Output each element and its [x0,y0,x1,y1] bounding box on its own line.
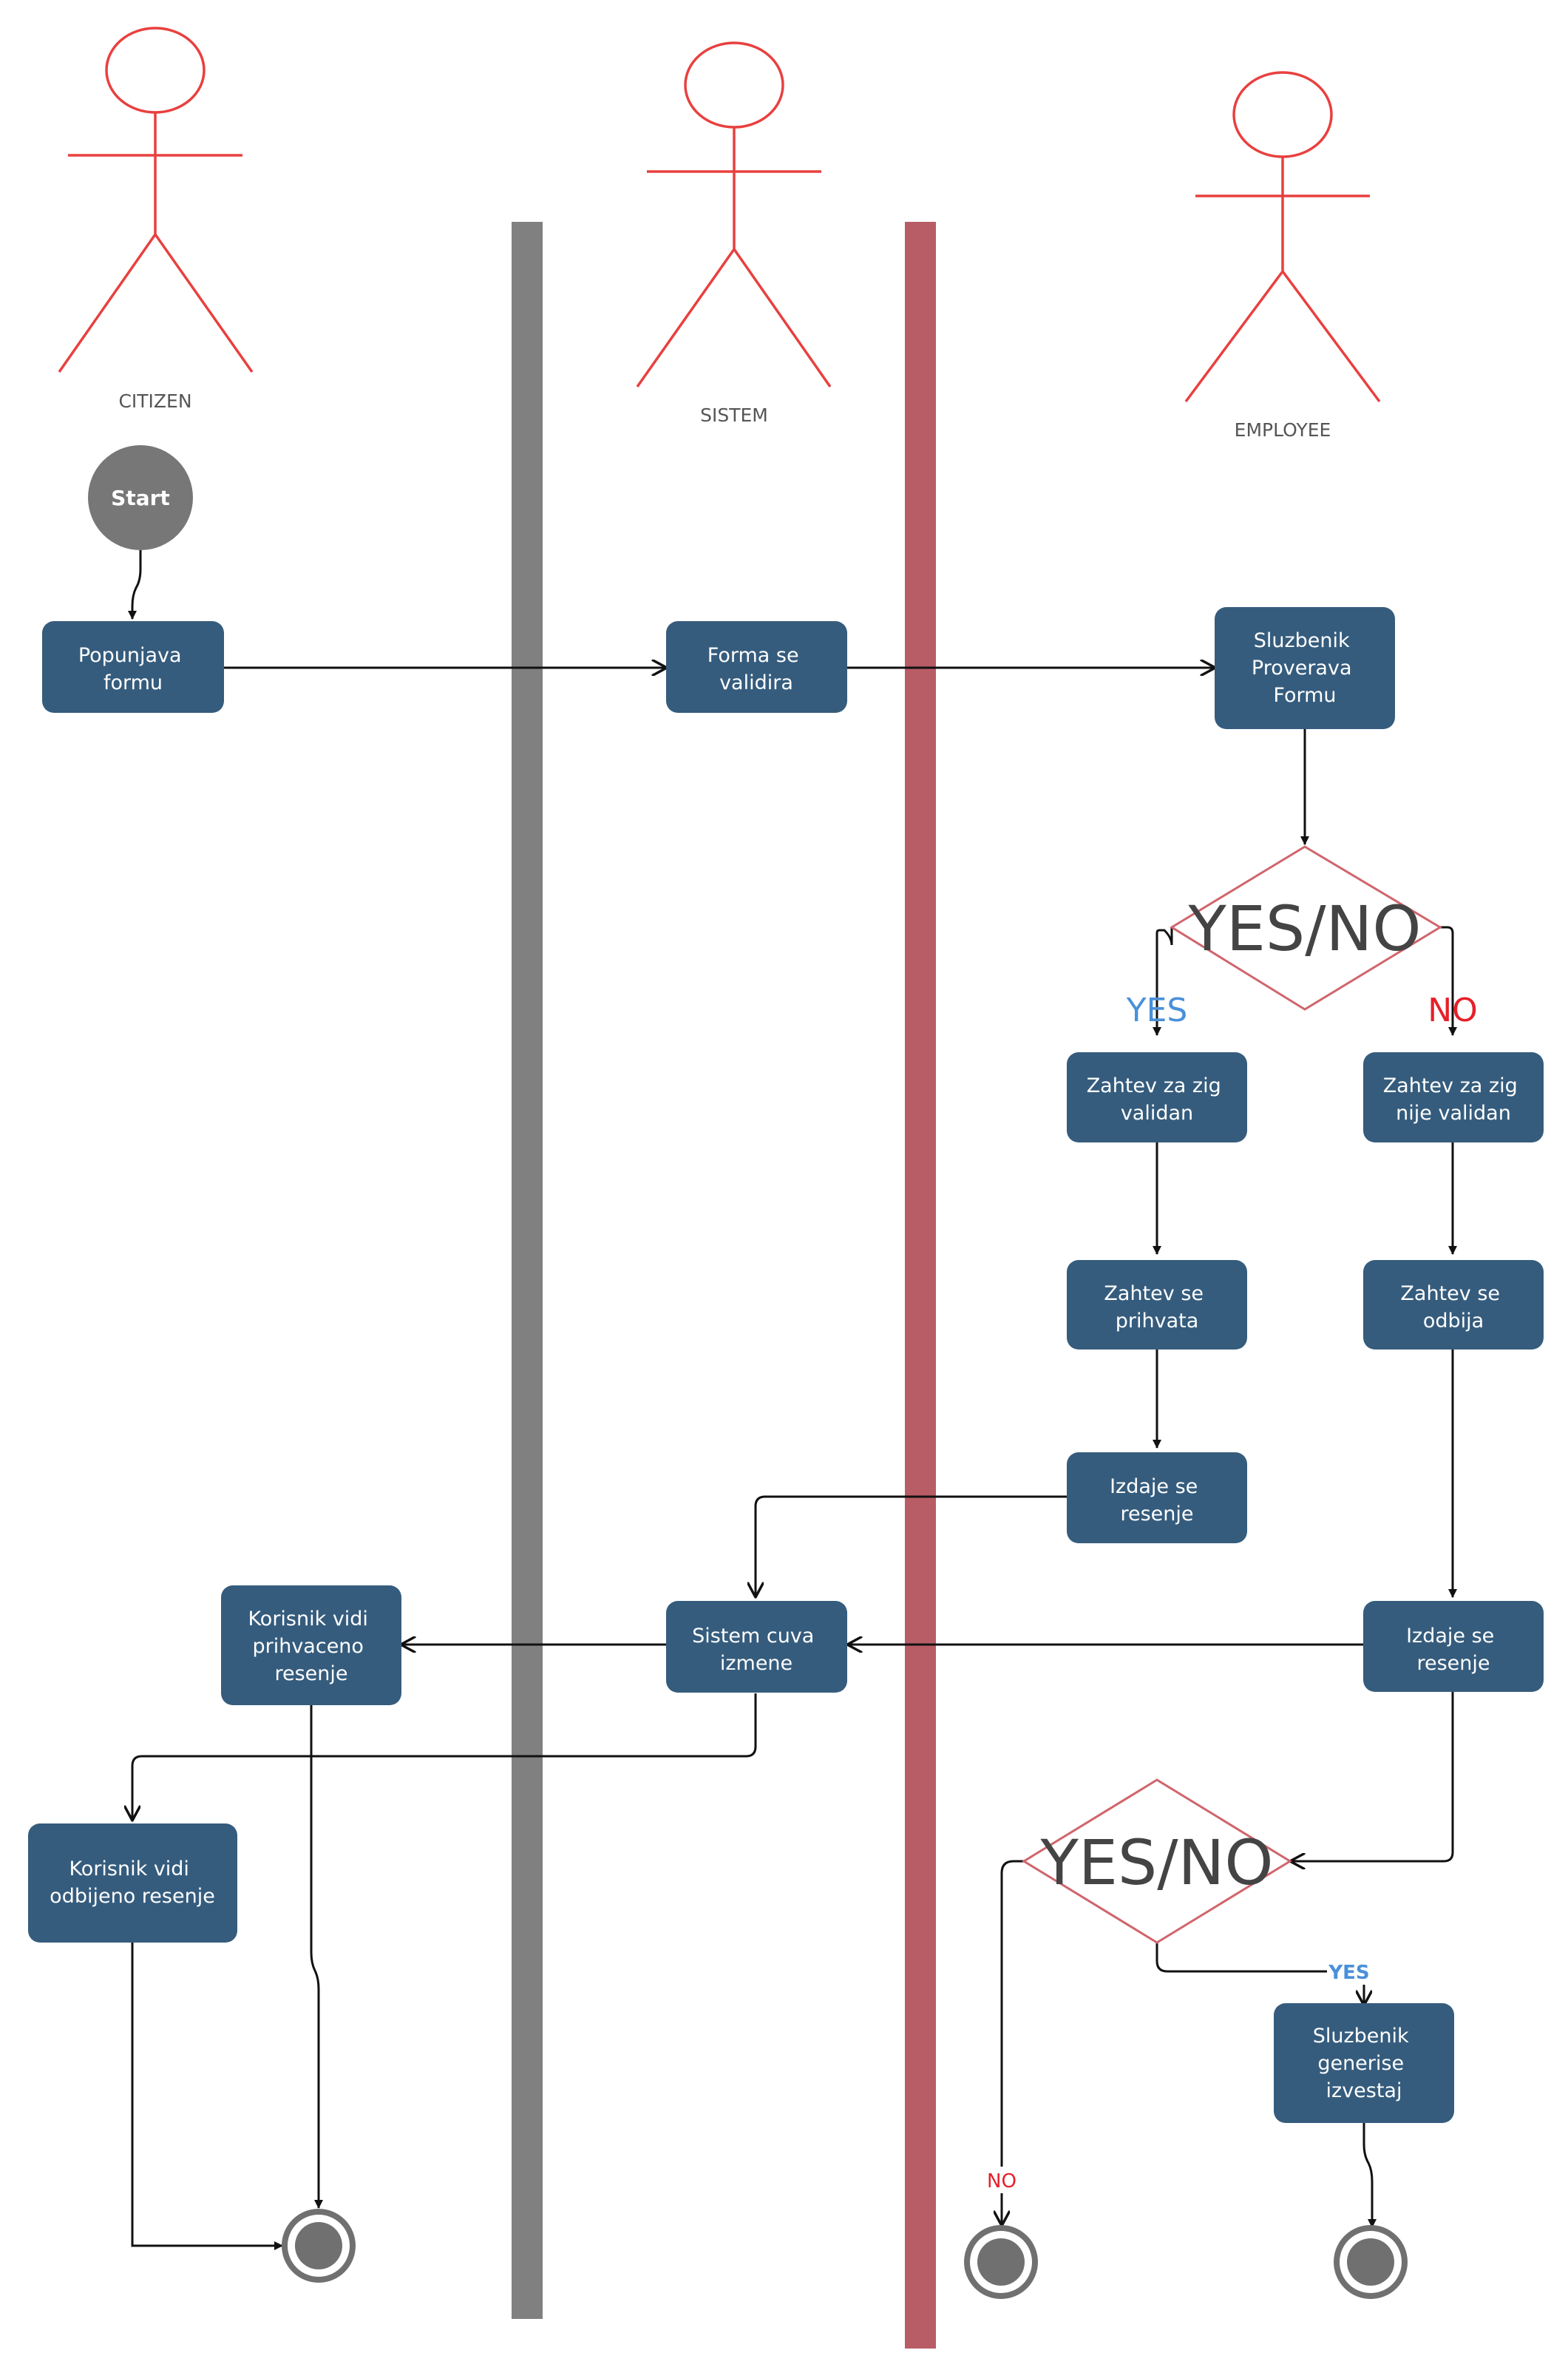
actor-citizen-icon [58,27,254,373]
zig-validan-line-2: validan [1121,1102,1193,1125]
proverava-line-2: Proverava [1252,657,1352,680]
decision-label-1: YES/NO [1188,893,1422,965]
svg-text:Popunjava formu: Popunjava formu [78,644,188,694]
odbijeno-line-2: odbijeno resenje [50,1885,215,1908]
proverava-line-3: Formu [1273,684,1336,707]
zig-nije-line-1: Zahtev za zig [1383,1074,1518,1097]
forma-line-1: Forma se [707,644,799,667]
prihvaceno-line-1: Korisnik vidi [248,1608,368,1631]
edge-odbijeno-end [131,1943,283,2250]
odbija-line-1: Zahtev se [1400,1282,1500,1305]
activity-zahtev-se-prihvata[interactable]: Zahtev se prihvata [1067,1260,1247,1350]
activity-forma-se-validira[interactable]: Forma se validira [666,621,847,713]
activity-zahtev-se-odbija[interactable]: Zahtev se odbija [1363,1260,1544,1350]
svg-text:Izdaje se resenje: Izdaje se resenje [1110,1475,1204,1525]
no-label-1: NO [1428,992,1478,1029]
svg-text:Korisnik vidi odbijeno r: Korisnik vidi odbijeno resenje [50,1858,215,1908]
izdaje2-line-2: resenje [1416,1652,1490,1675]
no-label-2: NO [987,2170,1017,2192]
svg-text:Sluzbenik generise: Sluzbenik generise izvestaj [1313,2025,1416,2102]
activity-sluzbenik-generise-izvestaj[interactable]: Sluzbenik generise izvestaj [1274,2003,1454,2123]
actor-employee-label: EMPLOYEE [1235,419,1331,441]
prihvaceno-line-2: prihvaceno [252,1635,363,1658]
popunjava-line-2: formu [103,671,163,694]
actor-employee-icon [1184,71,1381,403]
cuva-line-1: Sistem cuva [692,1625,814,1648]
end-node-izvestaj[interactable] [1334,2225,1408,2299]
swimlane-separator-right [905,222,936,2349]
activity-sluzbenik-proverava-formu[interactable]: Sluzbenik Proverava Formu [1215,607,1395,729]
activity-korisnik-vidi-prihvaceno[interactable]: Korisnik vidi prihvaceno resenje [221,1585,401,1705]
start-node[interactable] [88,445,193,550]
forma-line-2: validira [719,671,793,694]
svg-text:Sistem cuva izmene: Sistem cuva izmene [692,1625,821,1675]
svg-text:Zahtev za zig validan: Zahtev za zig validan [1087,1074,1228,1125]
end-node-citizen[interactable] [282,2209,356,2283]
activity-korisnik-vidi-odbijeno[interactable]: Korisnik vidi odbijeno resenje [28,1823,237,1943]
decision-diamond-1[interactable] [1170,845,1442,1011]
edge-izdaje2-decision2 [1290,1692,1454,1861]
generise-line-2: generise [1317,2052,1404,2075]
svg-text:Zahtev se prihvata: Zahtev se prihvata [1104,1282,1209,1333]
izdaje1-line-1: Izdaje se [1110,1475,1198,1498]
decision-diamond-2[interactable] [1022,1778,1292,1944]
activity-zahtev-zig-validan[interactable]: Zahtev za zig validan [1067,1052,1247,1142]
svg-text:Zahtev za zig nije valid: Zahtev za zig nije validan [1383,1074,1524,1125]
start-label: Start [111,486,170,510]
edge-decision2-yes [1155,1943,1356,1973]
svg-text:Izdaje se resenje: Izdaje se resenje [1406,1625,1501,1675]
swimlane-separator-left [512,222,543,2319]
edge-decision1-no [1440,926,1457,1036]
generise-line-1: Sluzbenik [1313,2025,1409,2048]
edge-prihvaceno-end [310,1705,323,2209]
activity-zahtev-zig-nije-validan[interactable]: Zahtev za zig nije validan [1363,1052,1544,1142]
svg-text:Sluzbenik Proverava: Sluzbenik Proverava Formu [1252,629,1358,707]
prihvata-line-2: prihvata [1116,1310,1199,1333]
cuva-line-2: izmene [720,1652,793,1675]
zig-validan-line-1: Zahtev za zig [1087,1074,1221,1097]
activity-popunjava-formu[interactable]: Popunjava formu [42,621,224,713]
odbija-line-2: odbija [1423,1310,1484,1333]
odbijeno-line-1: Korisnik vidi [69,1858,189,1880]
edge-izdaje1-sistemcuva [756,1495,1067,1597]
zig-nije-line-2: nije validan [1396,1102,1511,1125]
activity-izdaje-se-resenje-1[interactable]: Izdaje se resenje [1067,1452,1247,1543]
edge-decision1-yes [1153,927,1173,1036]
end-node-no[interactable] [964,2225,1038,2299]
svg-text:Zahtev se odbija: Zahtev se odbija [1400,1282,1506,1333]
connectors [128,550,1457,2250]
yes-label-1: YES [1126,992,1188,1029]
edge-start-popunjava [128,550,142,620]
popunjava-line-1: Popunjava [78,644,182,667]
edge-sistemcuva-odbijeno [132,1693,757,1821]
actor-sistem-label: SISTEM [700,404,768,426]
edge-generise-end [1362,2123,1377,2228]
edge-decision2-no [1002,1860,1024,2226]
proverava-line-1: Sluzbenik [1254,629,1350,652]
yes-label-2: YES [1328,1962,1369,1984]
prihvata-line-1: Zahtev se [1104,1282,1204,1305]
izdaje1-line-2: resenje [1120,1503,1193,1525]
svg-text:Korisnik vidi prihvaceno: Korisnik vidi prihvaceno resenje [248,1608,374,1685]
prihvaceno-line-3: resenje [274,1662,347,1685]
izdaje2-line-1: Izdaje se [1406,1625,1494,1648]
activity-izdaje-se-resenje-2[interactable]: Izdaje se resenje [1363,1601,1544,1692]
svg-text:Forma se validira: Forma se validira [707,644,805,694]
actor-sistem-icon [636,41,832,388]
decision-label-2: YES/NO [1040,1826,1274,1899]
generise-line-3: izvestaj [1326,2079,1402,2102]
actor-citizen-label: CITIZEN [118,390,191,412]
activity-sistem-cuva-izmene[interactable]: Sistem cuva izmene [666,1601,847,1693]
